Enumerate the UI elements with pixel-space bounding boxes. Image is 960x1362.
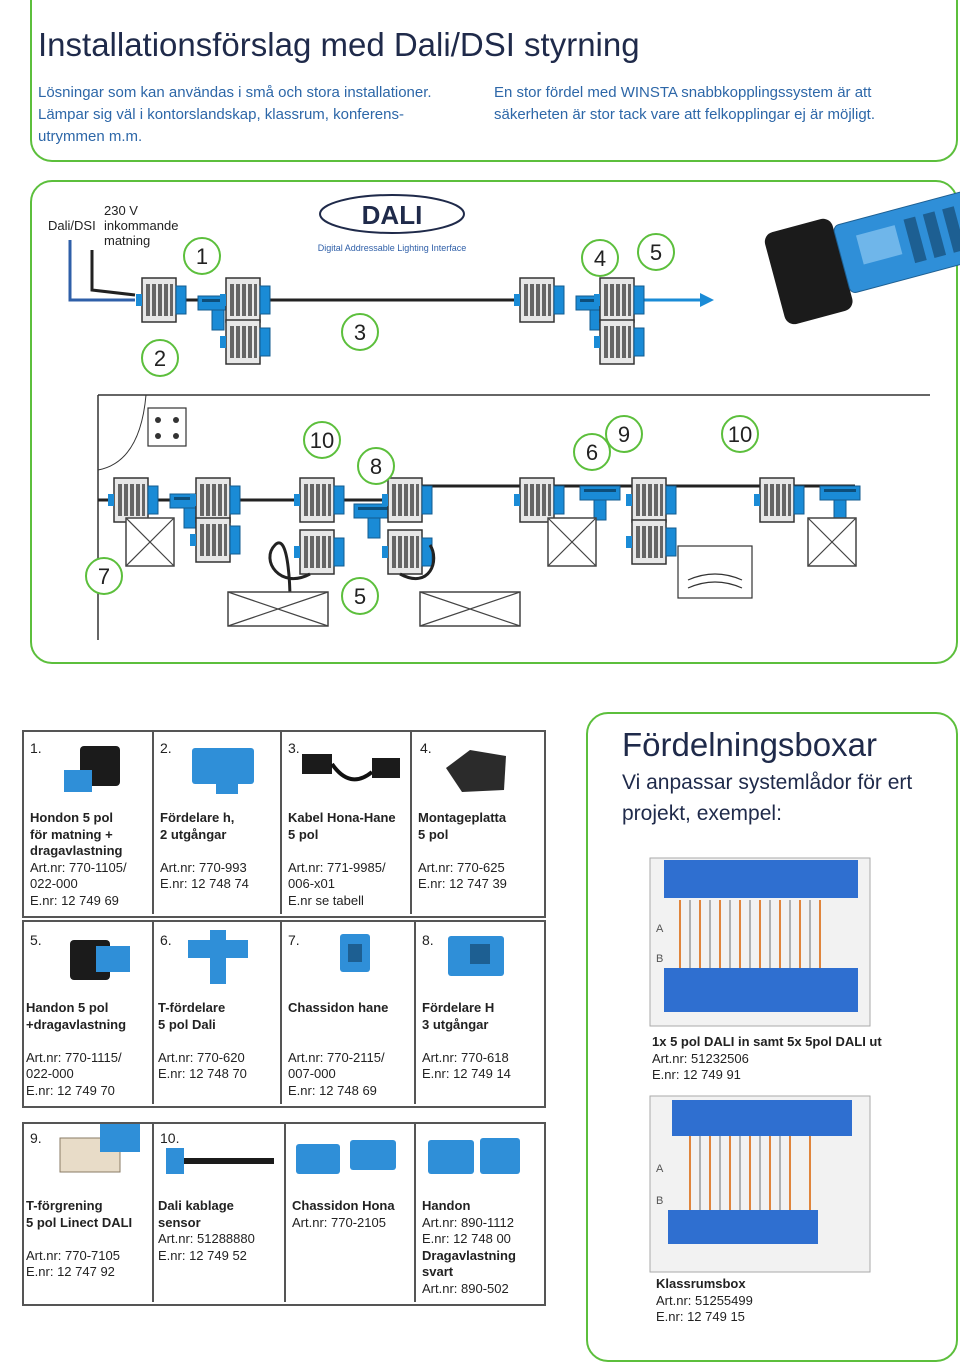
callout-2: 2 — [154, 346, 166, 371]
svg-text:B: B — [656, 1195, 663, 1207]
product-7-image — [340, 934, 370, 972]
catalog-item-10: 10. — [160, 1130, 180, 1146]
callout-7: 7 — [98, 564, 110, 589]
outlet-box — [147, 407, 187, 447]
catalog-item-9: 9. — [30, 1130, 42, 1146]
catalog-item-11-text: Chassidon Hona Art.nr: 770-2105 — [292, 1198, 395, 1230]
dali-logo-sub: Digital Addressable Lighting Interface — [318, 243, 467, 253]
product-3-image — [302, 754, 400, 782]
product-6-image — [188, 930, 248, 984]
arrow-right-icon — [700, 293, 714, 307]
catalog-item-2: 2. — [160, 740, 172, 756]
distribution-box-2-info: Klassrumsbox Art.nr: 51255499 E.nr: 12 7… — [656, 1276, 753, 1324]
distribution-box-1-image: A B — [649, 857, 871, 1027]
product-1-image — [64, 746, 120, 792]
callout-4: 4 — [594, 246, 606, 271]
label-230v: 230 V — [104, 203, 138, 218]
product-4-image — [446, 750, 506, 792]
callout-6: 6 — [586, 440, 598, 465]
product-5-image — [70, 940, 130, 980]
svg-text:A: A — [656, 923, 664, 935]
catalog-item-5-text: Handon 5 pol+dragavlastning Art.nr: 770-… — [26, 1000, 127, 1098]
callout-3: 3 — [354, 320, 366, 345]
installation-diagram: DALI Digital Addressable Lighting Interf… — [48, 188, 960, 640]
catalog-item-5: 5. — [30, 932, 42, 948]
label-dali-dsi: Dali/DSI — [48, 218, 96, 233]
distribution-box-title: Fördelningsboxar — [622, 726, 877, 763]
catalog-item-8: 8. — [422, 932, 434, 948]
svg-text:A: A — [656, 1163, 664, 1175]
catalog-item-1: 1. — [30, 740, 42, 756]
distribution-box-2-image: A B — [649, 1095, 871, 1273]
product-9-image — [59, 1124, 140, 1173]
product-12-image — [428, 1138, 520, 1174]
connector-photo — [764, 188, 960, 325]
distribution-box-1-info: 1x 5 pol DALI in samt 5x 5pol DALI ut Ar… — [652, 1034, 882, 1082]
callout-10-right: 10 — [728, 422, 752, 447]
callout-5-bottom: 5 — [354, 584, 366, 609]
distribution-box-subtitle: Vi anpassar systemlådor för ert projekt,… — [622, 771, 913, 825]
product-2-image — [192, 748, 254, 794]
catalog-item-3: 3. — [288, 740, 300, 756]
catalog-item-6: 6. — [160, 932, 172, 948]
dali-input-wire — [68, 240, 135, 302]
catalog-item-4: 4. — [420, 740, 432, 756]
product-8-image — [448, 936, 504, 976]
label-inkommande: inkommande — [104, 218, 178, 233]
label-matning: matning — [104, 233, 150, 248]
catalog-item-7: 7. — [288, 932, 300, 948]
door — [97, 394, 147, 471]
sensor-box — [677, 545, 753, 599]
product-10-image — [166, 1148, 274, 1174]
intro-left-text: Lösningar som kan användas i små och sto… — [38, 84, 432, 145]
page-title: Installationsförslag med Dali/DSI styrni… — [38, 26, 640, 63]
power-input-wire — [90, 250, 136, 297]
svg-text:B: B — [656, 953, 663, 965]
dali-logo: DALI — [362, 200, 423, 230]
callout-9: 9 — [618, 422, 630, 447]
product-11-image — [296, 1140, 396, 1174]
callout-10-left: 10 — [310, 428, 334, 453]
callout-5-top: 5 — [650, 240, 662, 265]
intro-right-text: En stor fördel med WINSTA snabbkopplings… — [494, 84, 876, 123]
intro-panel — [30, 0, 958, 162]
callout-1: 1 — [196, 244, 208, 269]
callout-8: 8 — [370, 454, 382, 479]
